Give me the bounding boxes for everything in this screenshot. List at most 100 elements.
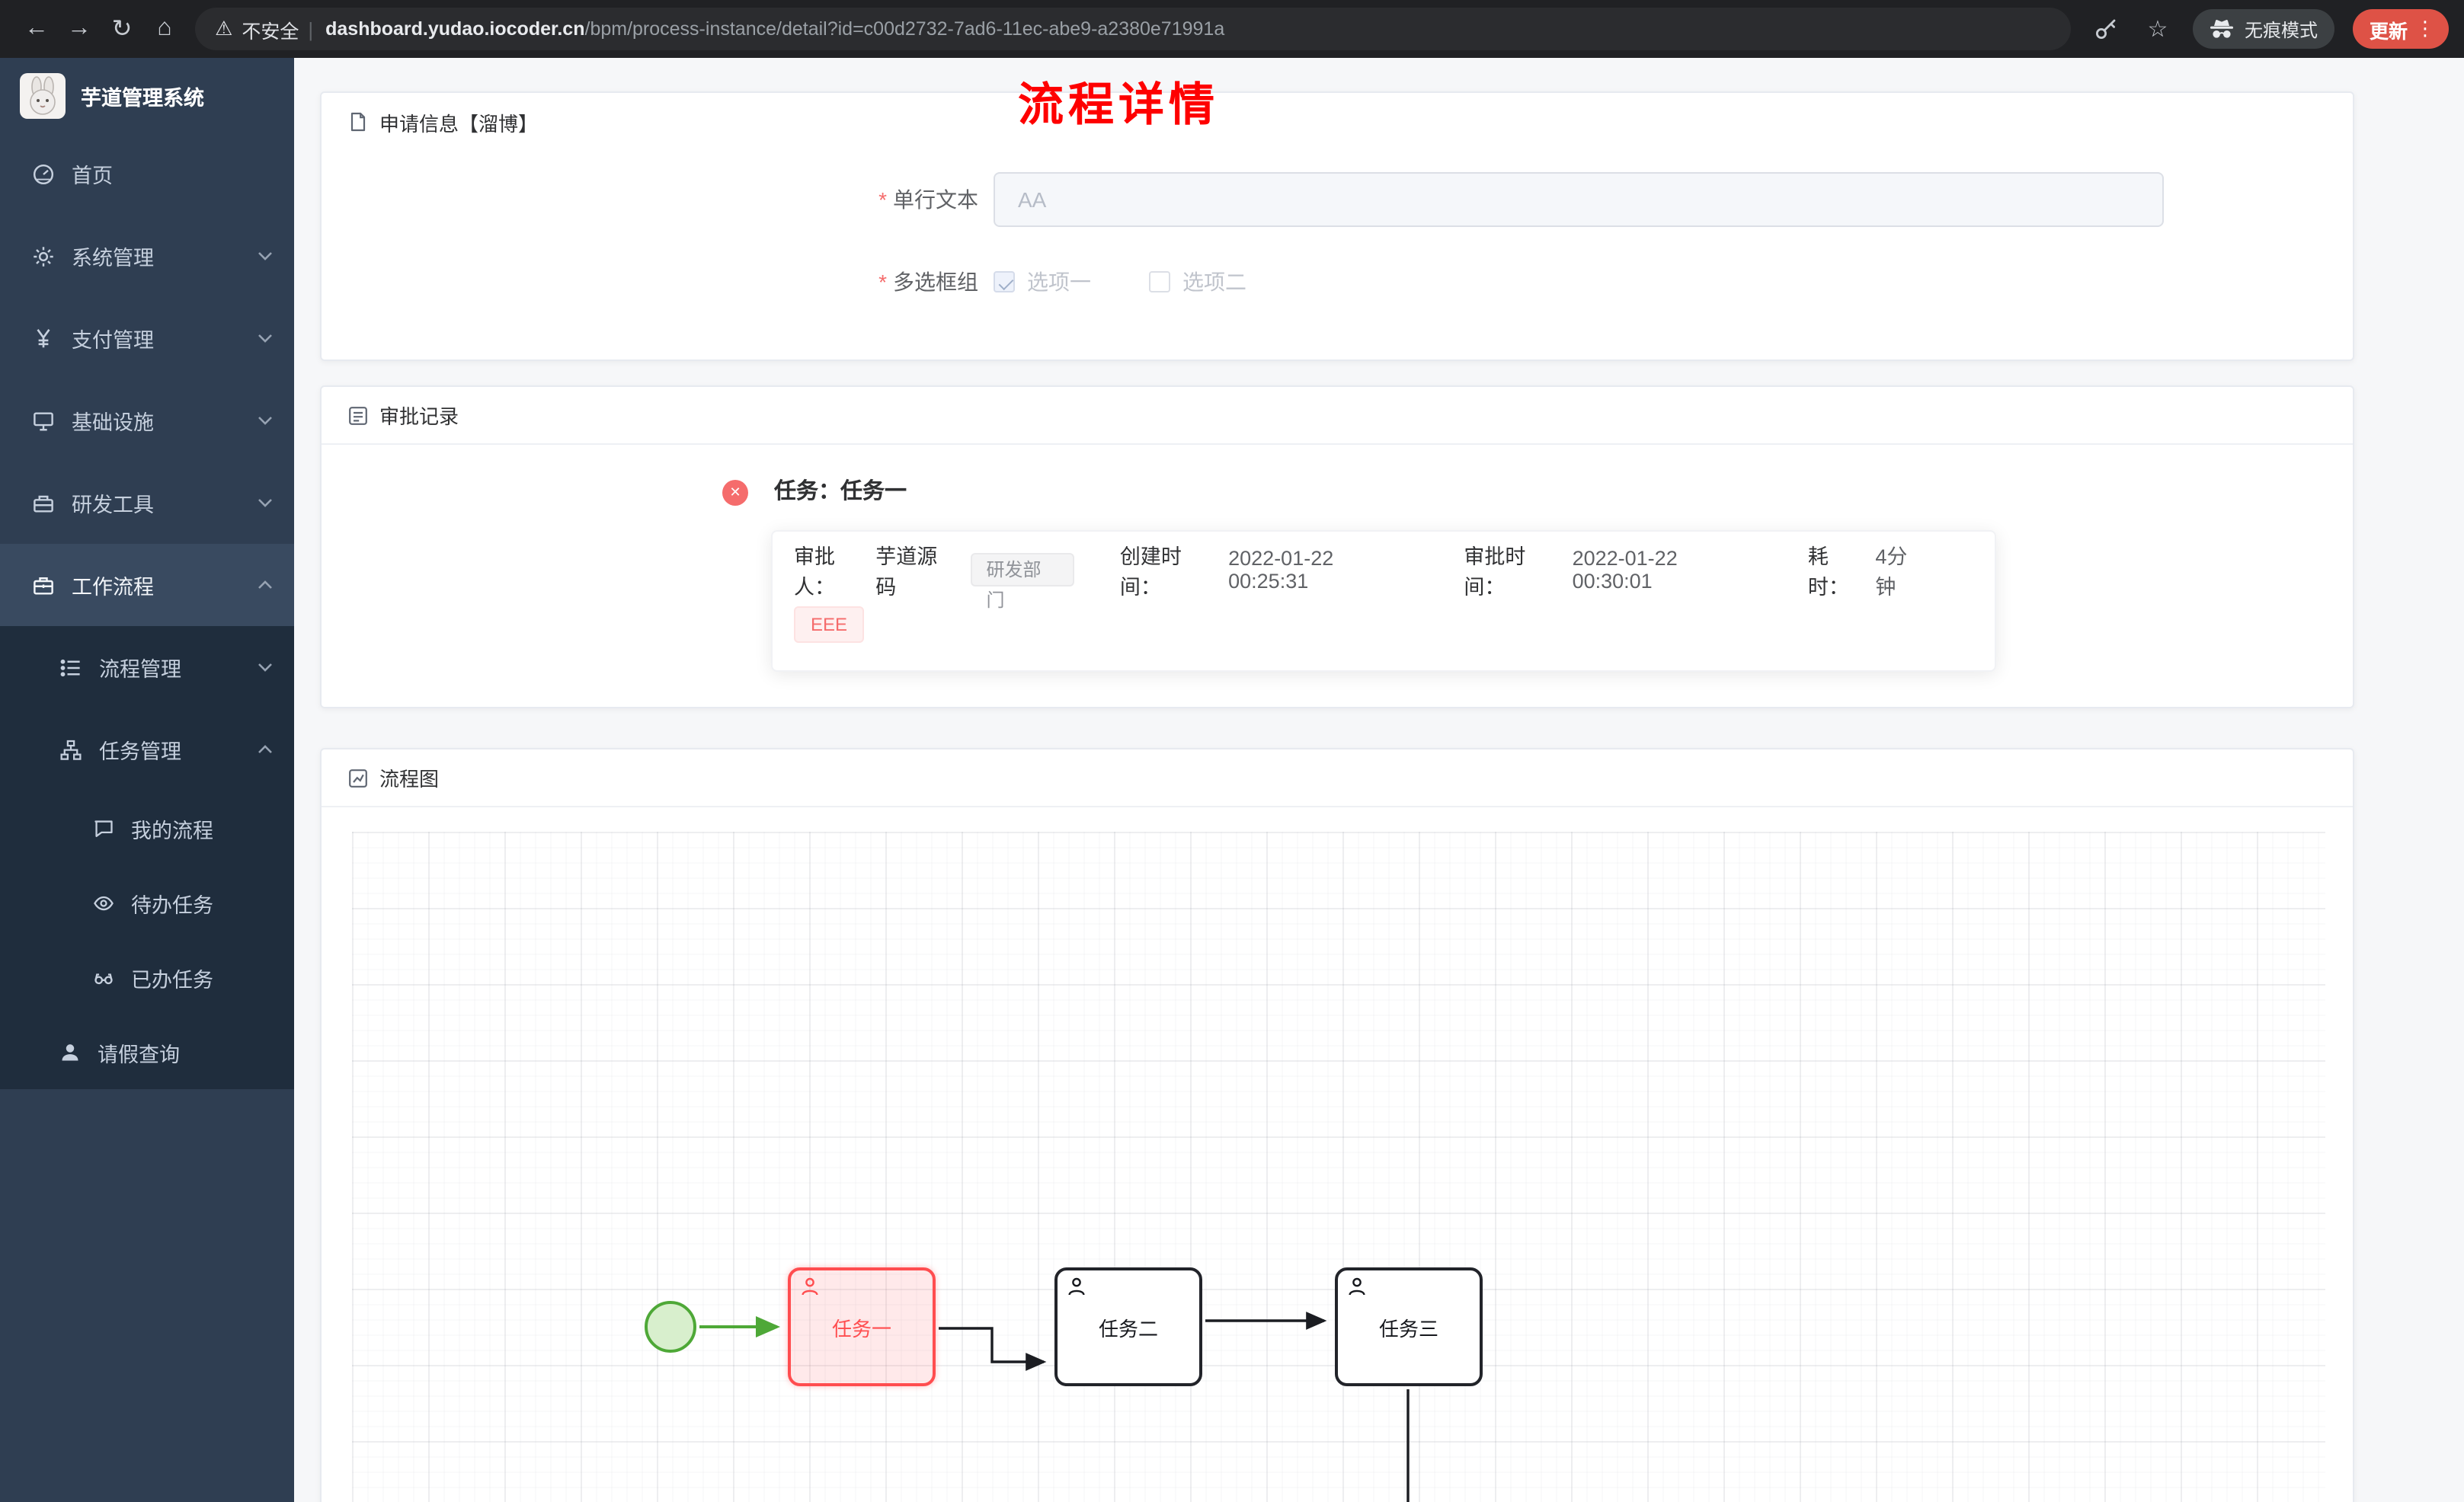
chevron-up-icon — [258, 580, 272, 589]
sidebar-item-label: 我的流程 — [131, 819, 213, 842]
user-task-icon — [1349, 1277, 1365, 1296]
process-diagram-card: 流程图 任务一 — [320, 748, 2354, 1502]
sidebar-item-label: 研发工具 — [72, 494, 154, 516]
user-icon — [62, 1043, 78, 1060]
text-input[interactable] — [994, 172, 2164, 227]
sidebar-item-label: 待办任务 — [131, 893, 213, 916]
incognito-badge: 无痕模式 — [2192, 9, 2334, 49]
checkbox-group: 选项一 选项二 — [994, 254, 1292, 309]
duration-label: 耗时： — [1807, 545, 1849, 599]
task-node-2[interactable]: 任务二 — [1054, 1267, 1202, 1386]
sidebar-item-label: 请假查询 — [98, 1043, 180, 1066]
security-chip[interactable]: ⚠ 不安全 | — [215, 14, 313, 43]
create-time-label: 创建时间： — [1119, 545, 1182, 599]
checkbox-group-label-text: 多选框组 — [893, 270, 978, 294]
sidebar-item-infrastructure[interactable]: 基础设施 — [0, 379, 294, 462]
sidebar-item-done-tasks[interactable]: 已办任务 — [0, 940, 294, 1015]
apply-card-header: 申请信息【溜博】 — [322, 93, 2353, 151]
gear-icon — [34, 246, 53, 266]
key-icon — [2095, 19, 2116, 39]
bpmn-canvas[interactable]: 任务一 任务二 任务三 — [352, 832, 2325, 1502]
task-node-1[interactable]: 任务一 — [788, 1267, 936, 1386]
chrome-update-button[interactable]: 更新 ⋮ — [2352, 9, 2449, 49]
approve-time-group: 审批时间： 2022-01-22 00:30:01 — [1464, 539, 1762, 600]
document-icon — [350, 112, 366, 132]
approval-record-item: 审批人： 芋道源码 研发部门 创建时间： 2022-01-22 00:25:31… — [771, 530, 1996, 672]
approval-card-header: 审批记录 — [322, 387, 2353, 445]
main-content: 流程详情 申请信息【溜博】 *单行文本 *多选框组 选项一 选项二 — [294, 58, 2464, 1502]
required-asterisk: * — [878, 187, 887, 212]
sidebar-item-label: 支付管理 — [72, 329, 154, 352]
chevron-down-icon — [258, 663, 272, 672]
approval-records-card: 审批记录 ✕ 任务：任务一 审批人： 芋道源码 研发部门 创建时间： 2022-… — [320, 385, 2354, 708]
start-event-node[interactable] — [645, 1301, 696, 1353]
sidebar-item-leave-query[interactable]: 请假查询 — [0, 1015, 294, 1089]
yen-icon — [37, 328, 50, 347]
task-node-label: 任务三 — [1378, 1317, 1438, 1340]
sidebar-item-my-processes[interactable]: 我的流程 — [0, 791, 294, 865]
list-icon — [60, 658, 80, 676]
forward-button[interactable]: → — [58, 8, 101, 50]
task-node-label: 任务一 — [831, 1317, 891, 1340]
home-icon: ⌂ — [157, 15, 172, 41]
sidebar-item-devtools[interactable]: 研发工具 — [0, 462, 294, 544]
apply-info-card: 申请信息【溜博】 *单行文本 *多选框组 选项一 选项二 — [320, 91, 2354, 361]
sidebar-item-payment[interactable]: 支付管理 — [0, 297, 294, 379]
sidebar-item-label: 系统管理 — [72, 247, 154, 270]
back-icon: ← — [24, 15, 49, 41]
required-asterisk: * — [878, 270, 887, 294]
sidebar-item-workflow[interactable]: 工作流程 — [0, 544, 294, 626]
app-title: 芋道管理系统 — [81, 86, 204, 109]
sidebar-item-pending-tasks[interactable]: 待办任务 — [0, 865, 294, 940]
chevron-down-icon — [258, 252, 272, 260]
sidebar-item-process-management[interactable]: 流程管理 — [0, 626, 294, 708]
sidebar-item-label: 任务管理 — [99, 740, 181, 763]
back-button[interactable]: ← — [15, 8, 58, 50]
app-logo[interactable]: 芋道管理系统 — [0, 58, 294, 133]
home-button[interactable]: ⌂ — [143, 8, 186, 50]
dept-tag: 研发部门 — [971, 553, 1074, 611]
checkbox-group-label: *多选框组 — [322, 254, 978, 309]
checkbox-option-2-label: 选项二 — [1182, 270, 1246, 294]
toolbar-right: ☆ 无痕模式 更新 ⋮ — [2089, 9, 2449, 49]
star-icon: ☆ — [2147, 17, 2168, 43]
diagram-card-header: 流程图 — [322, 749, 2353, 807]
create-time-group: 创建时间： 2022-01-22 00:25:31 — [1120, 539, 1418, 600]
url-host: dashboard.yudao.iocoder.cn — [325, 18, 585, 40]
sequence-flows — [699, 1312, 1410, 1502]
approve-time-label: 审批时间： — [1464, 545, 1526, 599]
sidebar-item-home[interactable]: 首页 — [0, 133, 294, 215]
password-key-button[interactable] — [2089, 12, 2123, 46]
separator: | — [308, 18, 314, 40]
logo-avatar — [20, 72, 66, 118]
sidebar-item-label: 首页 — [72, 165, 113, 187]
sidebar-item-label: 流程管理 — [99, 658, 181, 681]
flow-task1-to-task2[interactable] — [939, 1327, 1047, 1371]
sidebar-item-label: 工作流程 — [72, 576, 154, 599]
reload-icon: ↻ — [111, 17, 133, 43]
task-node-3[interactable]: 任务三 — [1335, 1267, 1483, 1386]
apply-card-title: 申请信息【溜博】 — [379, 112, 539, 135]
incognito-icon — [2210, 20, 2233, 38]
security-label: 不安全 — [242, 21, 299, 42]
briefcase-icon — [34, 577, 53, 594]
record-icon — [349, 406, 367, 424]
create-time-value: 2022-01-22 00:25:31 — [1228, 547, 1334, 593]
toolbox-icon — [34, 494, 53, 512]
approval-record-row: 审批人： 芋道源码 研发部门 创建时间： 2022-01-22 00:25:31… — [794, 545, 1973, 611]
reload-button[interactable]: ↻ — [101, 8, 143, 50]
approver-group: 审批人： 芋道源码 研发部门 — [794, 539, 1074, 611]
sidebar-item-label: 基础设施 — [72, 411, 154, 434]
incognito-label: 无痕模式 — [2244, 19, 2318, 40]
sidebar-item-task-management[interactable]: 任务管理 — [0, 708, 294, 791]
bookmark-button[interactable]: ☆ — [2141, 12, 2174, 46]
checkbox-option-1[interactable] — [994, 271, 1015, 292]
url-path: /bpm/process-instance/detail?id=c00d2732… — [584, 18, 1225, 40]
approver-name: 芋道源码 — [875, 545, 938, 599]
approver-label: 审批人： — [794, 545, 835, 599]
comment-tag: EEE — [794, 606, 865, 643]
sidebar-item-system[interactable]: 系统管理 — [0, 215, 294, 297]
address-bar[interactable]: ⚠ 不安全 | dashboard.yudao.iocoder.cn/bpm/p… — [195, 8, 2071, 50]
checkbox-option-1-label: 选项一 — [1027, 270, 1091, 294]
checkbox-option-2[interactable] — [1149, 271, 1170, 292]
